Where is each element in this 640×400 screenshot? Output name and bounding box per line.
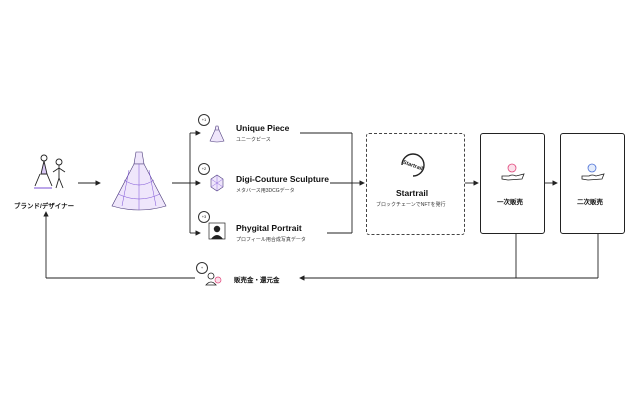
money-person-icon — [205, 272, 222, 286]
digi-couture-title: Digi-Couture Sculpture — [236, 174, 330, 184]
return-icon-wrap — [205, 271, 223, 287]
hand-coin-icon — [501, 163, 525, 181]
primary-sale-icon — [500, 162, 526, 182]
startrail-box — [366, 133, 465, 235]
startrail-title: Startrail — [396, 188, 429, 198]
return-label: 販売金・還元金 — [234, 277, 280, 284]
phygital-portrait-title: Phygital Portrait — [236, 223, 302, 233]
primary-sale-box — [480, 133, 545, 234]
digi-couture-thumb — [207, 173, 227, 193]
dress-illustration — [104, 150, 174, 214]
sculpture-icon — [210, 174, 224, 192]
secondary-sale-box — [560, 133, 625, 234]
startrail-subtitle: ブロックチェーンでNFTを発行 — [376, 202, 446, 208]
unique-piece-title: Unique Piece — [236, 123, 290, 133]
gown-icon — [111, 151, 167, 211]
unique-piece-subtitle: ユニークピース — [236, 137, 271, 143]
badge-return: + — [196, 262, 208, 274]
primary-sale-label: 一次販売 — [497, 199, 523, 206]
badge-unique-piece: +1 — [198, 114, 210, 126]
badge-digi-couture: +2 — [198, 163, 210, 175]
badge-phygital-portrait: +3 — [198, 211, 210, 223]
secondary-sale-icon — [580, 162, 606, 182]
phygital-portrait-thumb — [207, 221, 227, 241]
digi-couture-subtitle: メタバース用3DCGデータ — [236, 188, 295, 194]
startrail-logo: Startrail — [398, 150, 428, 180]
designer-figure — [32, 150, 72, 192]
unique-piece-thumb — [207, 124, 227, 144]
hand-coin-icon — [581, 163, 605, 181]
startrail-logo-icon: Startrail — [401, 153, 425, 177]
designer-icon — [34, 154, 66, 189]
phygital-portrait-subtitle: プロフィール用合成写真データ — [236, 237, 306, 243]
secondary-sale-label: 二次販売 — [577, 199, 603, 206]
startrail-logo-text: Startrail — [402, 160, 424, 173]
designer-label: ブランド/デザイナー — [14, 203, 75, 210]
dress-small-icon — [209, 125, 225, 143]
portrait-icon — [208, 222, 226, 240]
